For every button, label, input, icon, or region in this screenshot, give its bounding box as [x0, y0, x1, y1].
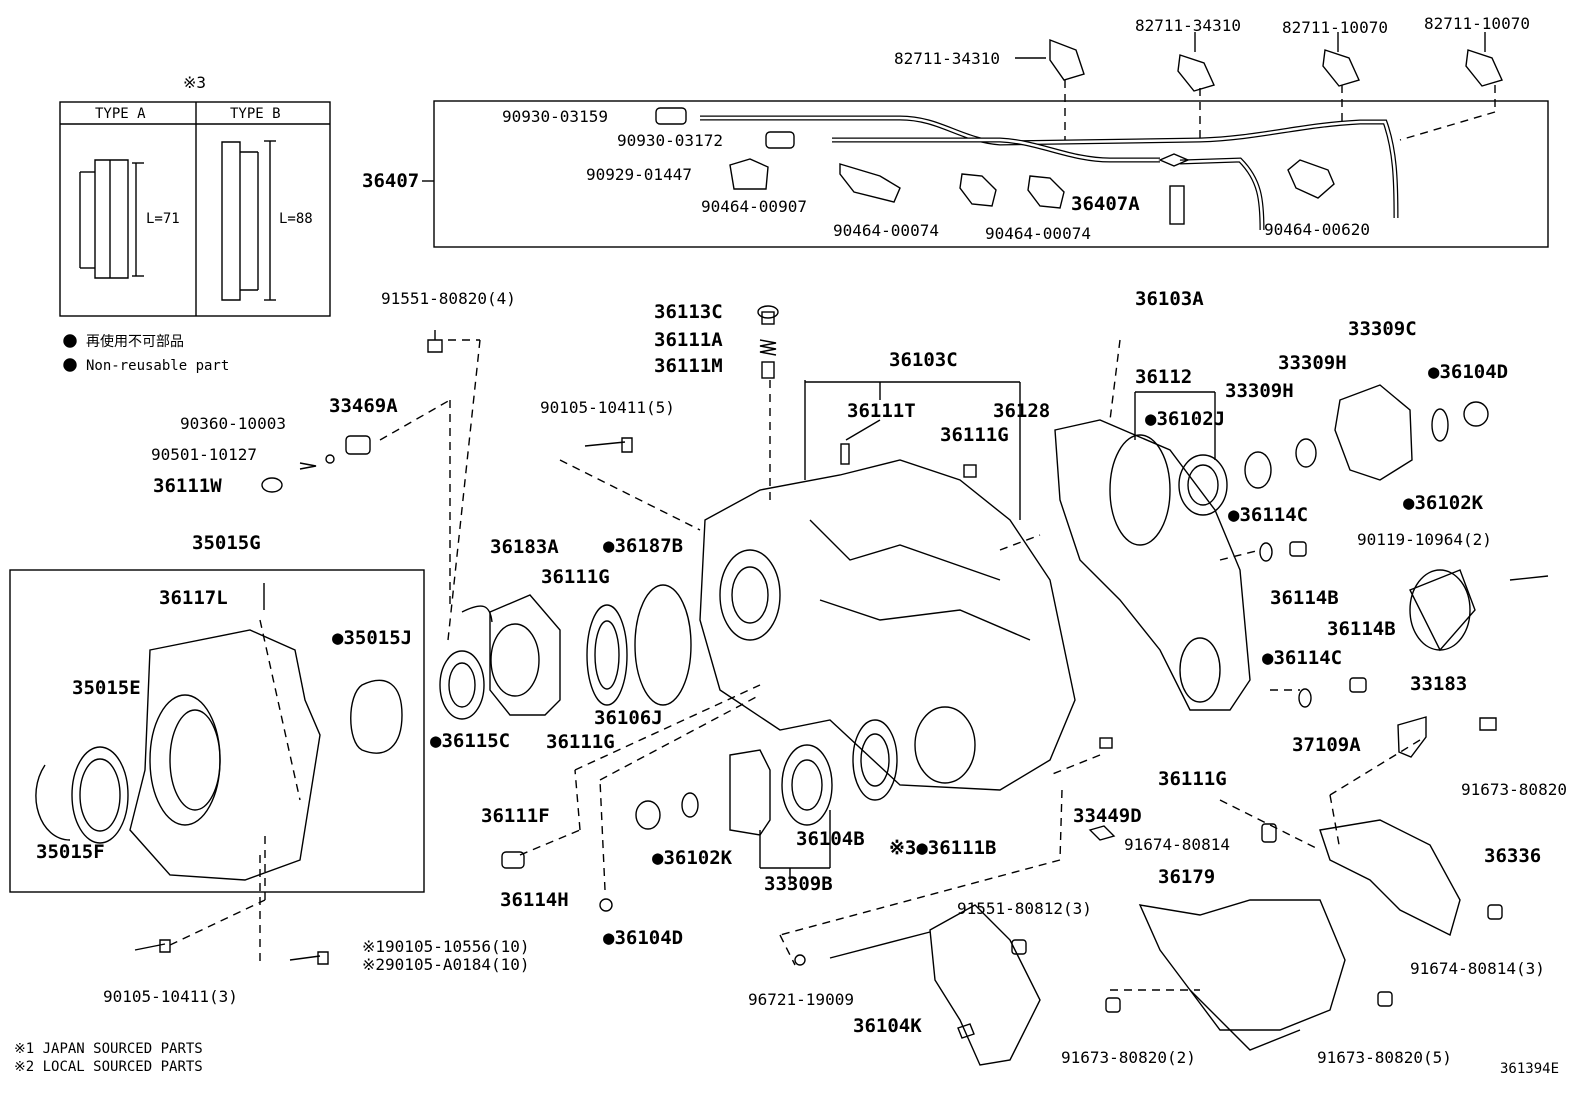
- central-parts: [261, 305, 1076, 1066]
- legend-english: Non-reusable part: [86, 358, 230, 374]
- part-label-33469a[interactable]: 33469A: [329, 395, 398, 417]
- part-label-90929-01447[interactable]: 90929-01447: [586, 165, 692, 184]
- part-label-91673-80820[interactable]: 91673-80820: [1461, 780, 1567, 799]
- inset-marker: ※3: [183, 73, 207, 92]
- type-a-label: TYPE A: [95, 106, 146, 122]
- part-label-82711-10070[interactable]: 82711-10070: [1424, 14, 1530, 33]
- part-label-90105-a0184[interactable]: ※290105-A0184(10): [362, 955, 530, 974]
- length-b-label: L=88: [279, 211, 313, 227]
- diagram-id: 361394E: [1500, 1061, 1560, 1077]
- part-label-36114c[interactable]: ●36114C: [1262, 647, 1343, 669]
- seal-type-inset: [59, 101, 331, 317]
- part-label-36104d[interactable]: ●36104D: [1428, 361, 1509, 383]
- part-label-35015g[interactable]: 35015G: [192, 532, 261, 554]
- part-label-36111g[interactable]: 36111G: [546, 731, 615, 753]
- part-label-33309b[interactable]: 33309B: [764, 873, 833, 895]
- part-label-91673-80820-5[interactable]: 91673-80820(5): [1317, 1048, 1452, 1067]
- part-label-90464-00074[interactable]: 90464-00074: [985, 224, 1091, 243]
- tube-assembly-box: [422, 100, 1549, 248]
- part-label-96721-19009[interactable]: 96721-19009: [748, 990, 854, 1009]
- part-label-36407[interactable]: 36407: [362, 170, 420, 192]
- part-label-36111m[interactable]: 36111M: [654, 355, 723, 377]
- footnote-local: ※2 LOCAL SOURCED PARTS: [14, 1059, 203, 1075]
- part-label-36114c[interactable]: ●36114C: [1228, 504, 1309, 526]
- part-label-36115c[interactable]: ●36115C: [430, 730, 511, 752]
- part-label-36106j[interactable]: 36106J: [594, 707, 663, 729]
- part-label-36336[interactable]: 36336: [1484, 845, 1542, 867]
- part-label-36102k[interactable]: ●36102K: [652, 847, 733, 869]
- part-label-90360-10003[interactable]: 90360-10003: [180, 414, 286, 433]
- part-label-37109a[interactable]: 37109A: [1292, 734, 1361, 756]
- part-label-90105-10411-3[interactable]: 90105-10411(3): [103, 987, 238, 1006]
- part-label-90105-10556[interactable]: ※190105-10556(10): [362, 937, 530, 956]
- footnote-japan: ※1 JAPAN SOURCED PARTS: [14, 1041, 203, 1057]
- extension-housing-box: [9, 569, 425, 893]
- part-label-33309h[interactable]: 33309H: [1225, 380, 1294, 402]
- part-label-90930-03172[interactable]: 90930-03172: [617, 131, 723, 150]
- part-label-90464-00907[interactable]: 90464-00907: [701, 197, 807, 216]
- part-label-82711-34310[interactable]: 82711-34310: [894, 49, 1000, 68]
- part-label-90105-10411-5[interactable]: 90105-10411(5): [540, 398, 675, 417]
- part-label-90464-00620[interactable]: 90464-00620: [1264, 220, 1370, 239]
- part-label-36111f[interactable]: 36111F: [481, 805, 550, 827]
- part-label-36104d[interactable]: ●36104D: [603, 927, 684, 949]
- part-label-91673-80820-2[interactable]: 91673-80820(2): [1061, 1048, 1196, 1067]
- part-label-36179[interactable]: 36179: [1158, 866, 1216, 888]
- part-label-33309h[interactable]: 33309H: [1278, 352, 1347, 374]
- part-label-90119-10964[interactable]: 90119-10964(2): [1357, 530, 1492, 549]
- part-label-36114b[interactable]: 36114B: [1327, 618, 1396, 640]
- part-label-91674-80814[interactable]: 91674-80814: [1124, 835, 1230, 854]
- part-label-36128[interactable]: 36128: [993, 400, 1051, 422]
- part-label-36113c[interactable]: 36113C: [654, 301, 723, 323]
- part-label-36104k[interactable]: 36104K: [853, 1015, 922, 1037]
- part-label-36407a[interactable]: 36407A: [1071, 193, 1140, 215]
- part-label-90464-00074[interactable]: 90464-00074: [833, 221, 939, 240]
- type-b-label: TYPE B: [230, 106, 281, 122]
- hose-clips: [1015, 32, 1503, 92]
- part-label-35015e[interactable]: 35015E: [72, 677, 141, 699]
- part-label-90930-03159[interactable]: 90930-03159: [502, 107, 608, 126]
- part-label-82711-34310[interactable]: 82711-34310: [1135, 16, 1241, 35]
- part-label-36111g[interactable]: 36111G: [1158, 768, 1227, 790]
- part-label-36114h[interactable]: 36114H: [500, 889, 569, 911]
- part-label-36103a[interactable]: 36103A: [1135, 288, 1204, 310]
- part-label-36111b[interactable]: ※3●36111B: [889, 837, 997, 859]
- bolts: [134, 939, 329, 965]
- part-label-35015f[interactable]: 35015F: [36, 841, 105, 863]
- part-label-36112[interactable]: 36112: [1135, 366, 1193, 388]
- part-label-36111g[interactable]: 36111G: [940, 424, 1009, 446]
- part-label-33309c[interactable]: 33309C: [1348, 318, 1417, 340]
- non-reusable-dot-icon: [63, 358, 77, 372]
- part-label-36102j[interactable]: ●36102J: [1145, 408, 1226, 430]
- part-label-33183[interactable]: 33183: [1410, 673, 1468, 695]
- assembly-guide-lines: [169, 80, 1496, 991]
- part-label-36103c[interactable]: 36103C: [889, 349, 958, 371]
- part-label-91551-80820[interactable]: 91551-80820(4): [381, 289, 516, 308]
- part-label-90501-10127[interactable]: 90501-10127: [151, 445, 257, 464]
- part-label-36111w[interactable]: 36111W: [153, 475, 222, 497]
- part-label-36104b[interactable]: 36104B: [796, 828, 865, 850]
- part-label-36111a[interactable]: 36111A: [654, 329, 723, 351]
- part-label-35015j[interactable]: ●35015J: [332, 627, 413, 649]
- part-label-36111t[interactable]: 36111T: [847, 400, 916, 422]
- part-label-91674-80814-3[interactable]: 91674-80814(3): [1410, 959, 1545, 978]
- non-reusable-dot-icon: [63, 334, 77, 348]
- part-label-82711-10070[interactable]: 82711-10070: [1282, 18, 1388, 37]
- legend-japanese: 再使用不可部品: [86, 334, 184, 350]
- part-label-36183a[interactable]: 36183A: [490, 536, 559, 558]
- length-a-label: L=71: [146, 211, 180, 227]
- part-label-36187b[interactable]: ●36187B: [603, 535, 684, 557]
- right-parts: [1011, 384, 1549, 1051]
- part-label-36111g[interactable]: 36111G: [541, 566, 610, 588]
- part-label-91551-80812[interactable]: 91551-80812(3): [957, 899, 1092, 918]
- part-label-36117l[interactable]: 36117L: [159, 587, 228, 609]
- part-label-36114b[interactable]: 36114B: [1270, 587, 1339, 609]
- part-label-33449d[interactable]: 33449D: [1073, 805, 1142, 827]
- part-label-36102k[interactable]: ●36102K: [1403, 492, 1484, 514]
